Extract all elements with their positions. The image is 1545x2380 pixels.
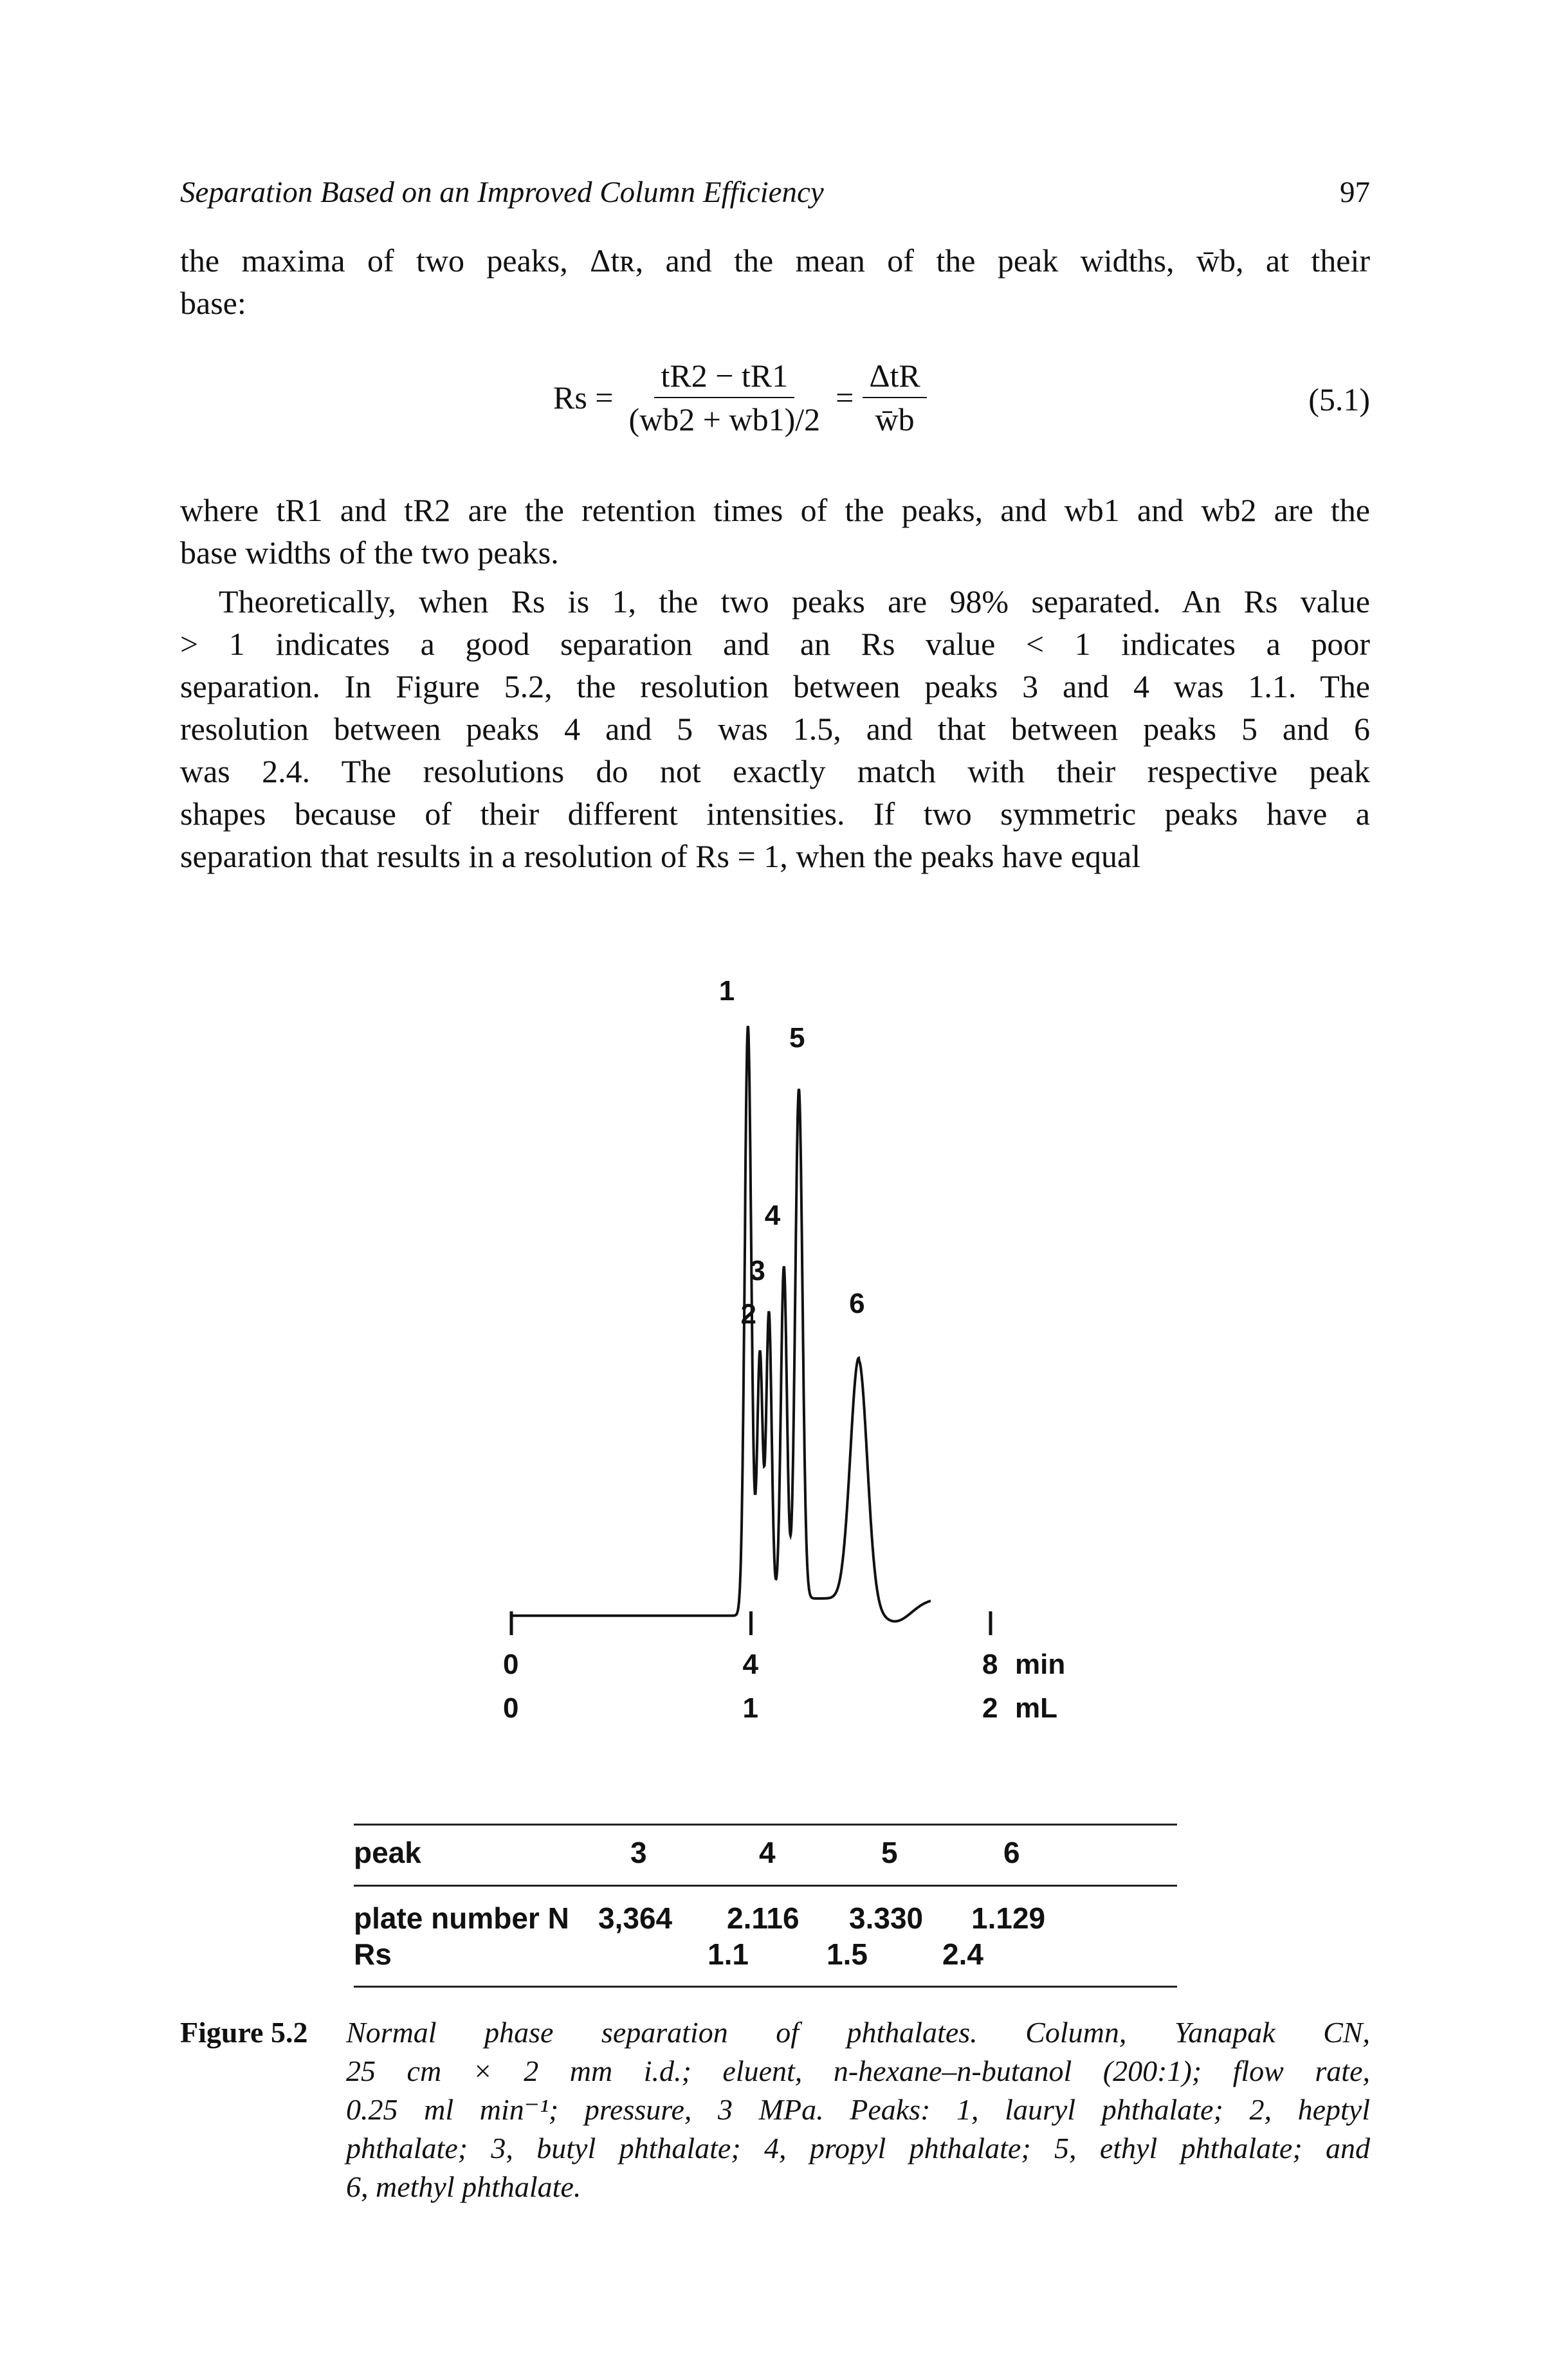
text-line: where tR1 and tR2 are the retention time…	[180, 492, 1370, 528]
table-header-cell: 3	[630, 1836, 647, 1869]
caption-text: Normal phase separation of phthalates. C…	[346, 2013, 1370, 2206]
caption-line: 25 cm × 2 mm i.d.; eluent, n-hexane–n-bu…	[346, 2055, 1370, 2087]
caption-line: 0.25 ml min⁻¹; pressure, 3 MPa. Peaks: 1…	[346, 2093, 1370, 2126]
table-row-label: plate number N	[354, 1901, 569, 1935]
table-header-cell: 5	[881, 1836, 898, 1869]
table-cell: 1.5	[827, 1937, 868, 1971]
chromatogram-trace	[511, 1025, 931, 1623]
running-head: Separation Based on an Improved Column E…	[180, 175, 1370, 214]
figure-label: Figure 5.2	[180, 2016, 308, 2049]
text-line: separation that results in a resolution …	[180, 838, 1141, 874]
peak-label: 5	[789, 1022, 805, 1054]
table-cell: 2.4	[942, 1937, 983, 1971]
table-row-label: Rs	[354, 1937, 392, 1971]
table-cell: 3,364	[598, 1901, 673, 1935]
peak-label: 2	[741, 1298, 756, 1330]
x-tick-label-ml: 1	[743, 1692, 758, 1724]
page-number: 97	[1340, 176, 1370, 209]
equation-lhs: Rs =	[553, 380, 614, 416]
peak-labels: 1 2 34 5 6	[719, 975, 865, 1330]
fraction-denominator: w̄b	[875, 401, 915, 437]
caption-line: 6, methyl phthalate.	[346, 2170, 581, 2203]
table-mid-rule	[354, 1885, 1177, 1887]
x-tick-label-min: 4	[743, 1649, 759, 1680]
text-line: base:	[180, 285, 246, 321]
peak-label: 3	[749, 1255, 765, 1286]
paragraph-resolution: Theoretically, when Rs is 1, the two pea…	[180, 580, 1370, 877]
text-line: base widths of the two peaks.	[180, 535, 559, 571]
peak-label: 6	[849, 1288, 864, 1319]
text-line: Theoretically, when Rs is 1, the two pea…	[219, 583, 1370, 619]
text-line: shapes because of their different intens…	[180, 796, 1370, 832]
table-cell: 2.116	[727, 1901, 800, 1935]
caption-line: phthalate; 3, butyl phthalate; 4, propyl…	[346, 2132, 1370, 2165]
table-header-cell: 6	[1003, 1836, 1020, 1869]
text-line: separation. In Figure 5.2, the resolutio…	[180, 668, 1370, 704]
fraction-numerator: tR2 − tR1	[654, 357, 795, 398]
equation-fraction-1: tR2 − tR1 (wb2 + wb1)/2	[623, 357, 827, 438]
fraction-numerator: ΔtR	[863, 357, 927, 398]
equation-5-1: Rs = tR2 − tR1 (wb2 + wb1)/2 = ΔtR w̄b (…	[515, 352, 1370, 443]
table-cell: 1.129	[971, 1901, 1046, 1935]
x-tick-label-ml: 0	[503, 1692, 518, 1724]
table-header-cell: 4	[759, 1836, 776, 1869]
x-axis-unit-min: min	[1015, 1649, 1065, 1680]
equation-number: (5.1)	[1308, 381, 1370, 417]
table-cell: 1.1	[708, 1937, 749, 1971]
table-header-label: peak	[354, 1836, 421, 1869]
table-top-rule	[354, 1824, 1177, 1826]
x-tick-label-min: 8	[982, 1649, 998, 1680]
paragraph-definitions: where tR1 and tR2 are the retention time…	[180, 489, 1370, 574]
peak-label: 1	[719, 975, 735, 1007]
x-tick-label-min: 0	[503, 1649, 518, 1680]
peak-label: 4	[765, 1200, 781, 1231]
x-axis-unit-ml: mL	[1015, 1692, 1057, 1724]
running-head-title: Separation Based on an Improved Column E…	[180, 176, 824, 209]
x-tick-label-ml: 2	[982, 1692, 998, 1724]
x-axis: 0 0 4 1 8 2 min mL	[503, 1611, 1065, 1724]
text-line: the maxima of two peaks, Δtʀ, and the me…	[180, 243, 1370, 279]
table-bottom-rule	[354, 1986, 1177, 1988]
equation-fraction-2: ΔtR w̄b	[863, 357, 927, 438]
caption-line: Normal phase separation of phthalates. C…	[346, 2016, 1370, 2049]
text-line: resolution between peaks 4 and 5 was 1.5…	[180, 711, 1370, 747]
paragraph-intro: the maxima of two peaks, Δtʀ, and the me…	[180, 239, 1370, 324]
equation-equals: =	[836, 380, 854, 416]
fraction-denominator: (wb2 + wb1)/2	[628, 401, 821, 437]
text-line: was 2.4. The resolutions do not exactly …	[180, 753, 1370, 789]
table-cell: 3.330	[849, 1901, 924, 1935]
text-line: > 1 indicates a good separation and an R…	[180, 626, 1370, 662]
